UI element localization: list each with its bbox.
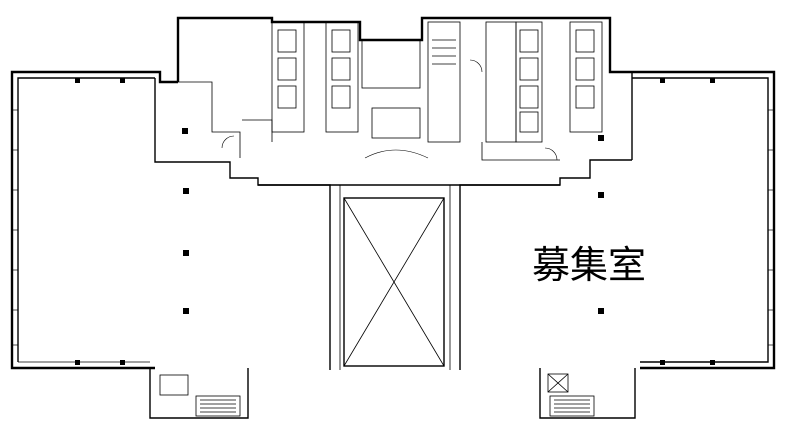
core-area xyxy=(154,16,632,370)
stair-core-right xyxy=(539,368,636,419)
right-wing-outline xyxy=(631,70,776,370)
left-wing-outline xyxy=(10,70,178,370)
atrium-void xyxy=(343,197,445,367)
structural-columns xyxy=(75,78,715,365)
vacant-office-label: 募集室 xyxy=(532,243,646,287)
stair-core-left xyxy=(149,368,249,419)
